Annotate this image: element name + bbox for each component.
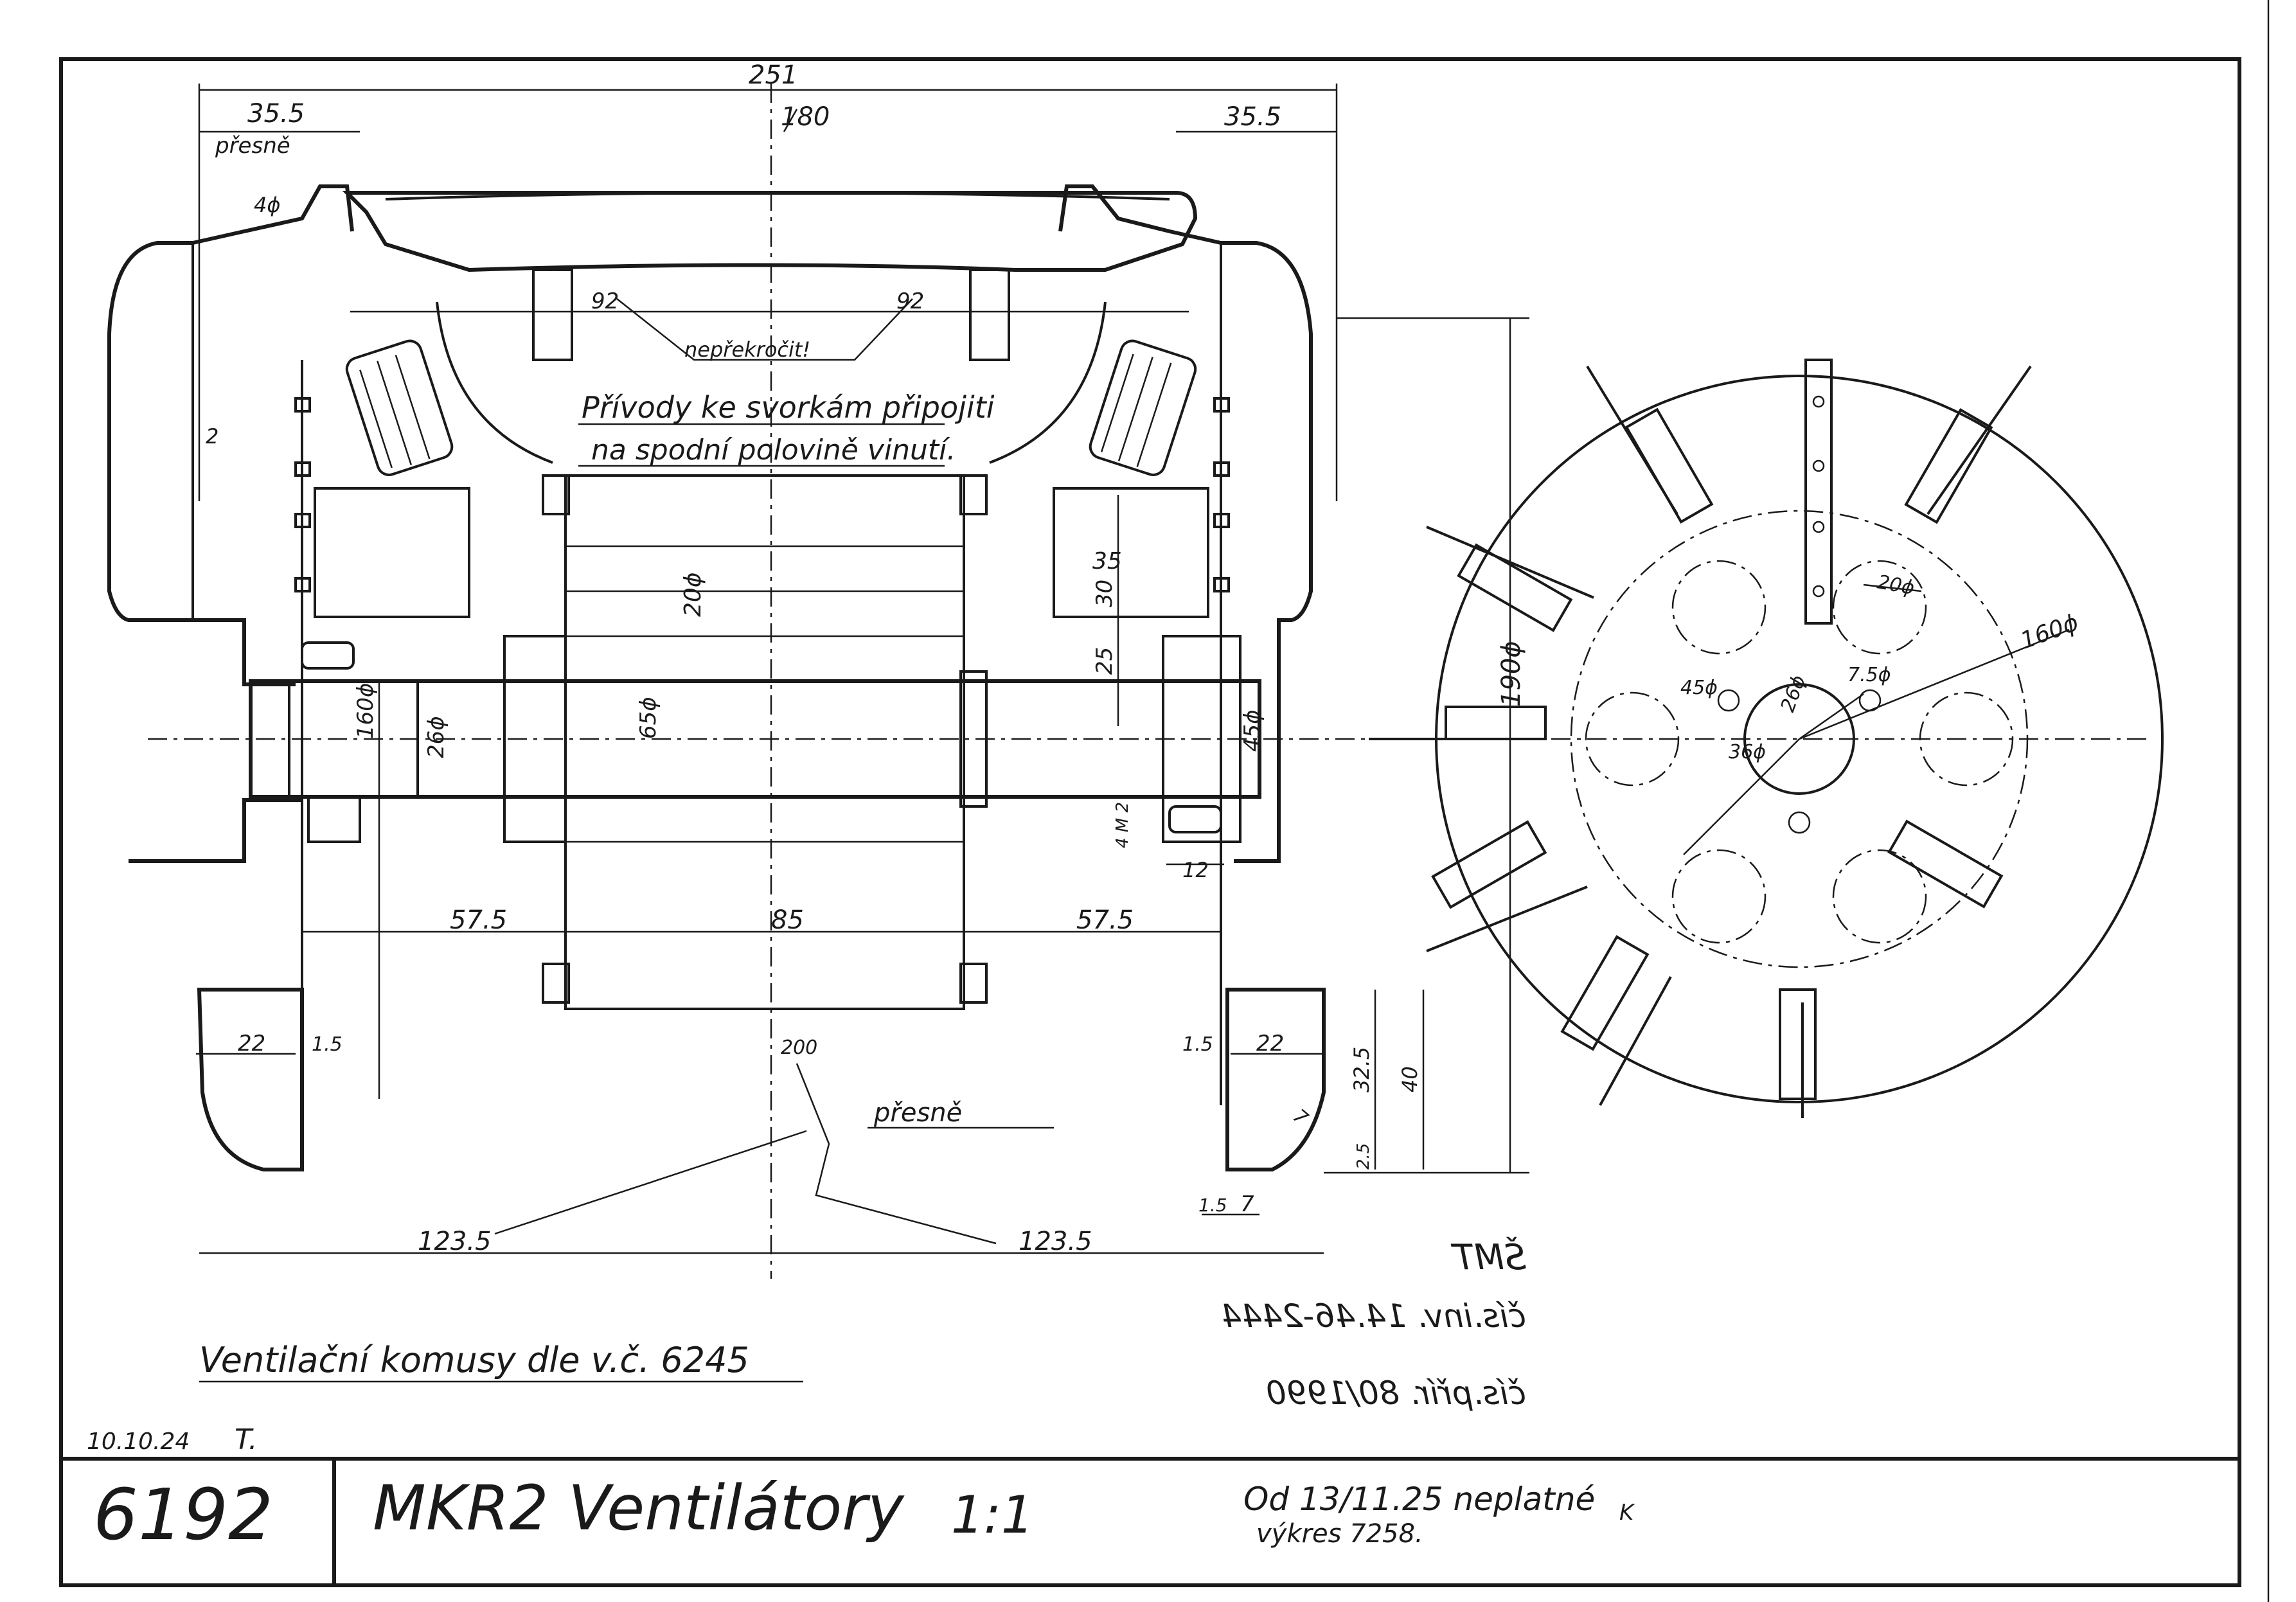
- dim-d65: 65ϕ: [636, 697, 661, 739]
- drawing-number: 6192: [93, 1473, 273, 1556]
- invalid-note-line1: Od 13/11.25 neplatné: [1243, 1481, 1595, 1518]
- date-initial: T.: [235, 1423, 258, 1456]
- dim-center: 180: [781, 102, 830, 132]
- dim-d25: 25: [1092, 647, 1117, 675]
- dim-d30: 30: [1092, 580, 1117, 607]
- dim-hole45: 45ϕ: [1680, 677, 1718, 699]
- dim-l57b: 57.5: [1076, 905, 1134, 935]
- museum-stamp: ŠMT čís.inv. 14.46-2444 čís.přír. 80/199…: [1221, 1237, 1526, 1412]
- drawing-frame: [59, 0, 2270, 1602]
- invalid-mark: K: [1619, 1500, 1635, 1526]
- dim-span-left: 92: [591, 289, 619, 314]
- dim-b15b: 1.5: [1182, 1033, 1213, 1056]
- dim-200: 200: [781, 1037, 817, 1059]
- stamp-inv: čís.inv. 14.46-2444: [1221, 1297, 1526, 1335]
- note-precise-top: přesně: [215, 133, 290, 159]
- note-leads-line2: na spodní polovině vinutí.: [591, 434, 956, 467]
- drawing-title: MKR2 Ventilátory: [373, 1472, 905, 1544]
- dim-left-offset: 35.5: [247, 99, 305, 129]
- dim-d26: 26ϕ: [423, 716, 449, 758]
- dim-l57a: 57.5: [450, 905, 507, 935]
- dim-overall: 251: [749, 60, 797, 90]
- dim-span-right: 92: [896, 289, 924, 314]
- note-precise-bottom: přesně: [873, 1098, 962, 1128]
- dim-d160: 160ϕ: [353, 683, 378, 739]
- dim-d45: 45ϕ: [1240, 709, 1265, 752]
- dim-d12: 12: [1182, 858, 1209, 882]
- dim-h40: 40: [1398, 1066, 1422, 1092]
- dim-b15a: 1.5: [312, 1033, 343, 1056]
- title-block: 10.10.24 T. 6192 MKR2 Ventilátory 1:1 Od…: [87, 1423, 1635, 1556]
- dim-d4m: 4 M 2: [1113, 802, 1132, 848]
- note-do-not-exceed: nepřekročit!: [684, 337, 810, 362]
- drawing-scale: 1:1: [951, 1485, 1034, 1545]
- dim-right-offset: 35.5: [1224, 102, 1281, 132]
- dim-d20: 20ϕ: [680, 572, 706, 617]
- dimension-lines: [196, 84, 1425, 1254]
- dim-d35: 35: [1092, 548, 1122, 574]
- dim-b22b: 22: [1256, 1031, 1284, 1056]
- dim-l1235a: 123.5: [418, 1227, 492, 1256]
- dim-b7: 7: [1240, 1191, 1254, 1217]
- section-view: [107, 84, 2153, 1279]
- dim-h25: 2.5: [1354, 1143, 1373, 1170]
- dim-hole: 36ϕ: [1729, 741, 1766, 763]
- dim-b15c: 1.5: [1198, 1195, 1227, 1216]
- dim-b22a: 22: [238, 1031, 265, 1056]
- dim-hole75: 7.5ϕ: [1847, 664, 1891, 686]
- note-ventilation-cones: Ventilační komusy dle v.č. 6245: [199, 1340, 749, 1380]
- dim-circle: 190ϕ: [1497, 641, 1526, 707]
- stamp-company: ŠMT: [1450, 1237, 1526, 1277]
- invalid-note-line2: výkres 7258.: [1256, 1519, 1423, 1549]
- dim-l85: 85: [771, 905, 804, 935]
- date: 10.10.24: [87, 1428, 190, 1455]
- dim-h325: 32.5: [1349, 1047, 1374, 1092]
- stamp-prir: čís.přír. 80/1990: [1266, 1375, 1526, 1412]
- dim-l1235b: 123.5: [1019, 1227, 1092, 1256]
- note-leads-line1: Přívody ke svorkám připojiti: [582, 390, 995, 425]
- dim-bolt: 4ϕ: [254, 193, 280, 217]
- fan-disc-view: [1324, 317, 2164, 1174]
- dim-gap: 2: [206, 424, 218, 449]
